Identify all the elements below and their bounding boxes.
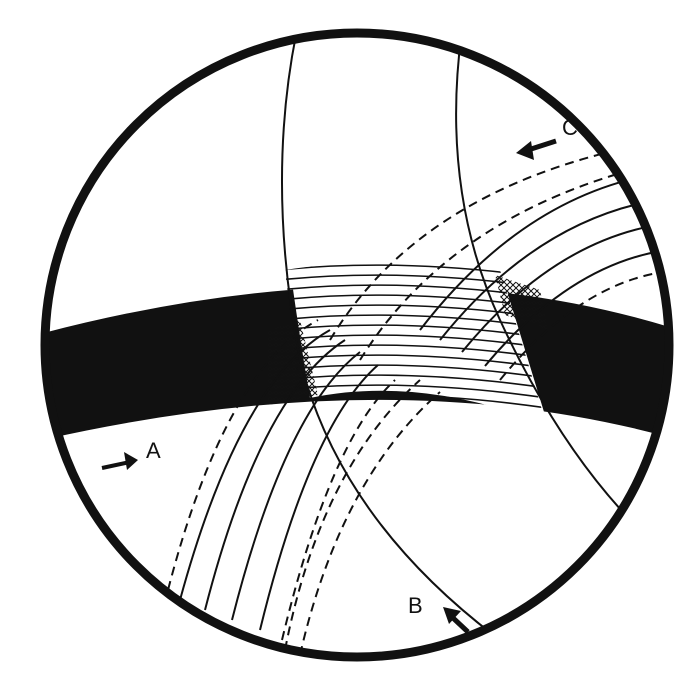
arrow-a-icon: [102, 452, 138, 470]
label-b: B: [408, 593, 423, 618]
curve-right: [456, 30, 640, 530]
label-c: C: [562, 115, 578, 140]
arrow-c-icon: [516, 141, 556, 160]
label-a: A: [146, 438, 161, 463]
